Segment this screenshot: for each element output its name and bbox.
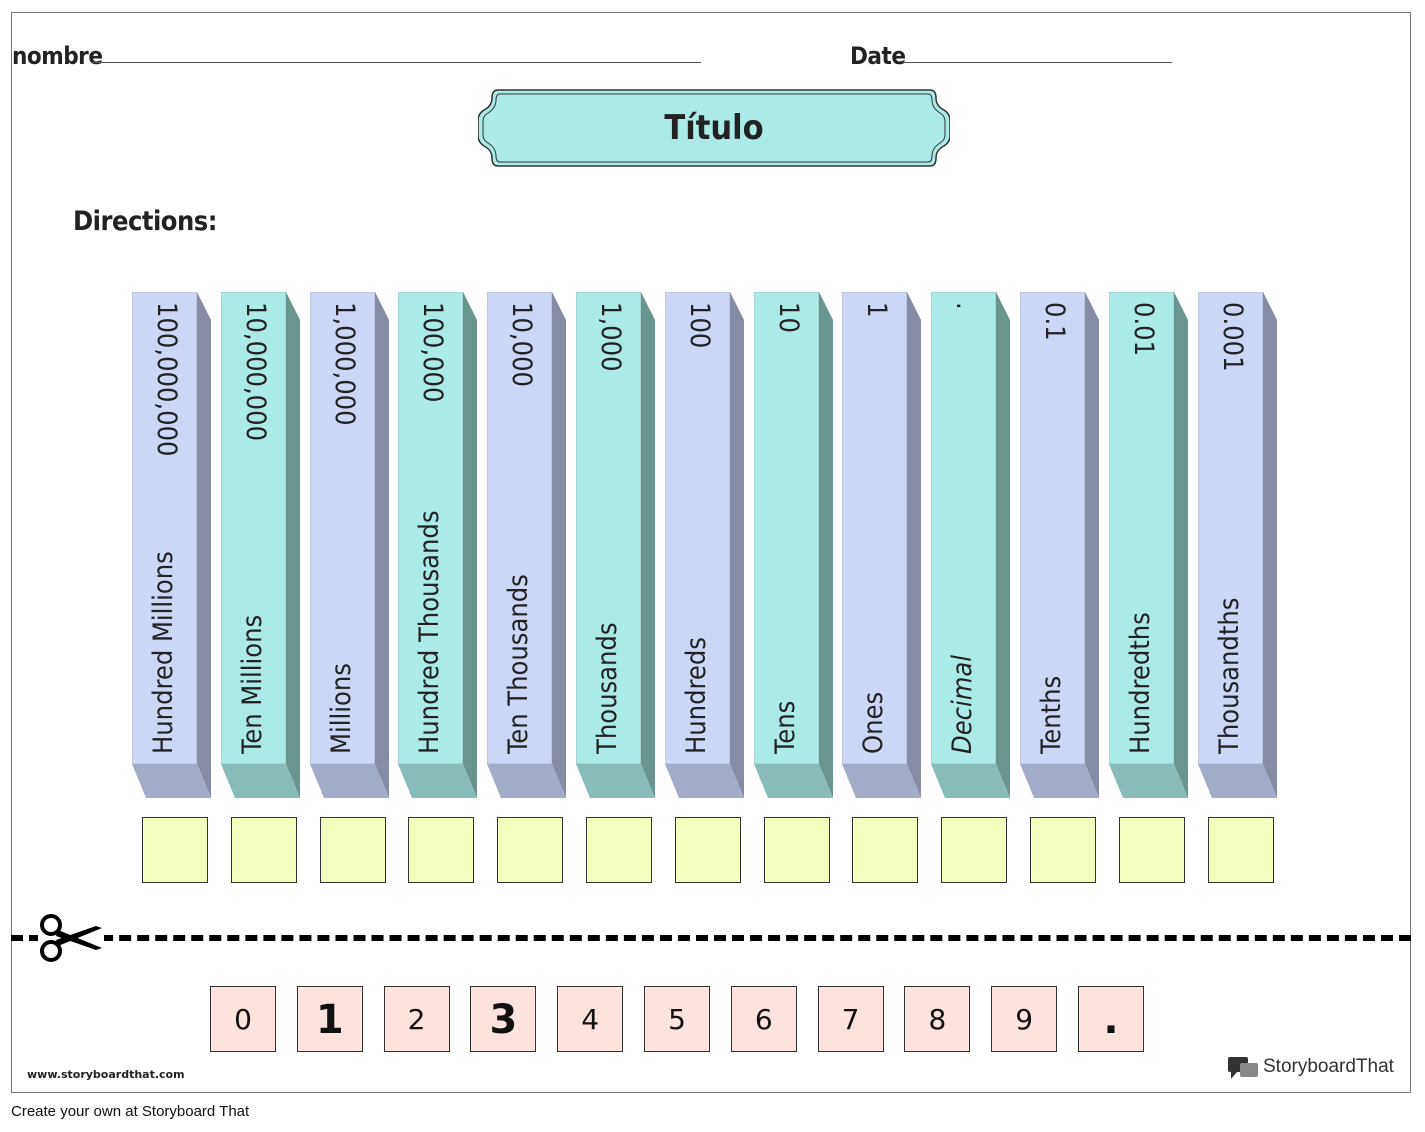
place-value-column: Decimal. — [931, 292, 1011, 800]
place-value-number: 1,000 — [595, 302, 626, 372]
place-value-number: 0.001 — [1216, 302, 1248, 372]
place-value-column: Hundreds 100 — [664, 292, 745, 800]
place-value-number: 0.1 — [1039, 302, 1070, 341]
answer-box[interactable] — [497, 817, 564, 883]
place-value-number: 100,000 — [417, 302, 449, 403]
digit-tile[interactable]: 7 — [817, 986, 884, 1052]
answer-box[interactable] — [408, 817, 475, 883]
answer-box[interactable] — [319, 817, 386, 883]
place-value-column: Thousands 1,000 — [576, 292, 656, 800]
digit-tile[interactable]: 6 — [730, 986, 797, 1052]
answer-box[interactable] — [941, 817, 1008, 883]
place-value-name: Ten Thousands — [503, 574, 535, 754]
logo-text: StoryboardThat — [1263, 1056, 1394, 1077]
place-value-number: . — [950, 302, 982, 310]
digit-tile[interactable]: 3 — [470, 986, 537, 1052]
place-value-name: Ten Millions — [236, 614, 268, 754]
digit-tile[interactable]: 9 — [991, 986, 1058, 1052]
cut-line — [11, 935, 1411, 941]
place-value-name: Thousandths — [1213, 597, 1245, 754]
place-value-column: Hundredths 0.01 — [1108, 292, 1189, 800]
place-value-name: Tenths — [1036, 675, 1067, 754]
place-value-column: Hundred Thousands 100,000 — [398, 292, 478, 800]
place-value-number: 10,000 — [506, 302, 538, 387]
speech-bubble-icon — [1228, 1057, 1258, 1079]
place-value-name: Ones — [858, 691, 890, 754]
place-value-column: Ones 1 — [842, 292, 922, 800]
answer-box[interactable] — [586, 817, 652, 883]
answer-box[interactable] — [1118, 817, 1185, 883]
digit-tile[interactable]: 1 — [296, 986, 363, 1052]
digit-tile[interactable]: 2 — [383, 986, 450, 1052]
place-value-column: Ten Millions 10,000,000 — [220, 292, 301, 800]
place-value-name: Hundred Thousands — [414, 510, 446, 754]
place-value-column: Tenths 0.1 — [1020, 292, 1100, 800]
place-value-name: Hundredths — [1124, 612, 1156, 754]
answer-box[interactable] — [763, 817, 830, 883]
place-value-column: Tens 10 — [753, 292, 834, 800]
answer-box[interactable] — [674, 817, 741, 883]
digit-tile[interactable]: 5 — [644, 986, 710, 1052]
place-value-column: Thousandths 0.001 — [1197, 292, 1278, 800]
footer-text: Create your own at Storyboard That — [11, 1103, 250, 1120]
directions-label: Directions: — [73, 206, 217, 237]
answer-box[interactable] — [1030, 817, 1096, 883]
title-banner: Título — [477, 88, 951, 168]
place-value-name: Tens — [769, 700, 801, 754]
place-value-name: Hundreds — [680, 637, 712, 754]
answer-box[interactable] — [142, 817, 208, 883]
place-value-number: 10,000,000 — [239, 302, 271, 442]
date-label: Date — [850, 42, 906, 70]
place-value-name: Hundred Millions — [148, 551, 179, 754]
date-line — [902, 62, 1172, 63]
place-value-name: Millions — [325, 663, 357, 754]
digit-tile[interactable]: 8 — [904, 986, 971, 1052]
digit-tile[interactable]: 4 — [557, 986, 624, 1052]
place-value-column: Ten Thousands 10,000 — [487, 292, 567, 800]
place-value-number: 100 — [683, 302, 715, 349]
page-title: Título — [664, 108, 764, 148]
answer-box[interactable] — [230, 817, 297, 883]
name-line — [92, 62, 701, 63]
place-value-name: Thousands — [592, 622, 623, 754]
banner-frame — [477, 89, 951, 167]
storyboardthat-logo: StoryboardThat — [1227, 1054, 1394, 1082]
place-value-column: Hundred Millions 100,000,000 — [132, 292, 212, 800]
digit-tile[interactable]: 0 — [210, 986, 276, 1052]
place-value-number: 1,000,000 — [328, 302, 360, 426]
place-value-number: 10 — [772, 302, 804, 333]
answer-box[interactable] — [852, 817, 919, 883]
name-label: nombre — [12, 42, 103, 70]
worksheet-frame — [11, 12, 1411, 1093]
answer-box[interactable] — [1207, 817, 1274, 883]
place-value-number: 0.01 — [1127, 302, 1159, 357]
website-url: www.storyboardthat.com — [27, 1068, 185, 1081]
place-value-column: Millions 1,000,000 — [309, 292, 390, 800]
place-value-name: Decimal — [947, 654, 979, 754]
scissors-icon — [38, 912, 104, 964]
place-value-number: 1 — [861, 302, 893, 318]
place-value-number: 100,000,000 — [151, 302, 182, 457]
digit-tile[interactable]: . — [1078, 986, 1144, 1052]
